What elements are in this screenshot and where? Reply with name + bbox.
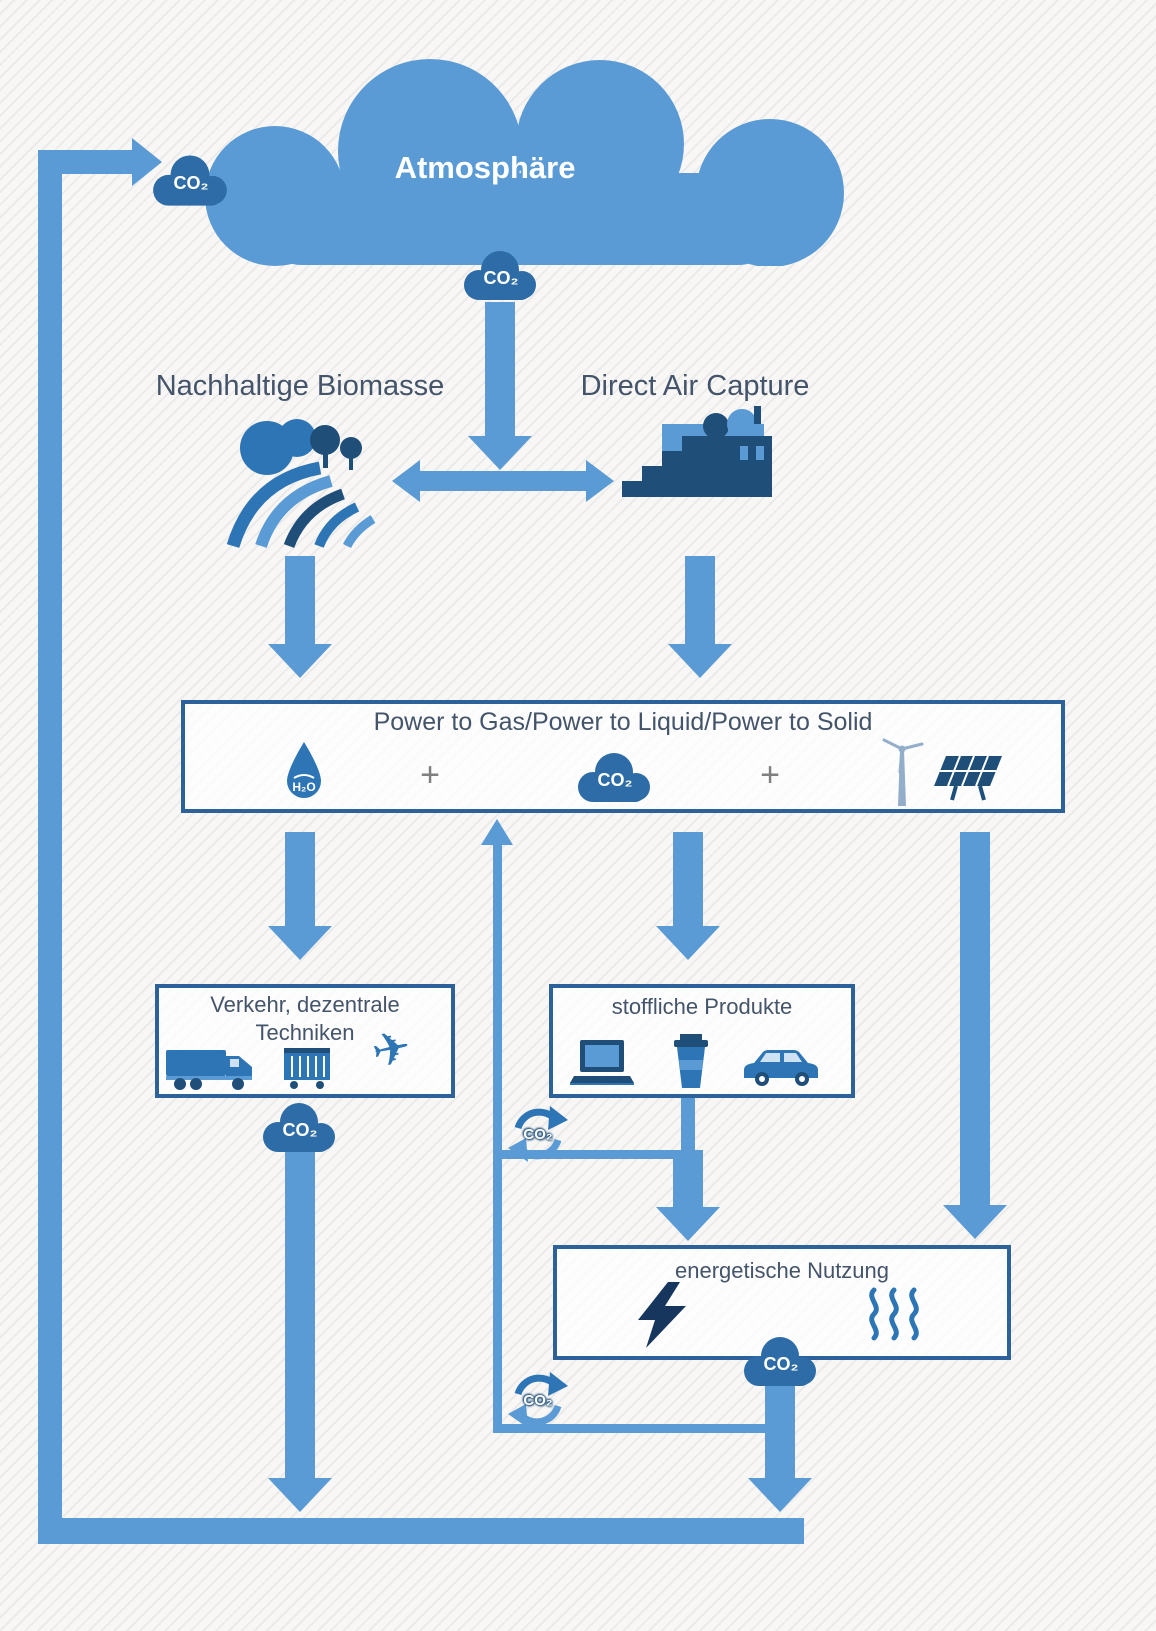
arrow-ptx-energie-head <box>943 1205 1007 1239</box>
arrow-ptx-verkehr-head <box>268 926 332 960</box>
biomass-label: Nachhaltige Biomasse <box>155 370 445 402</box>
loop-bottom-bar <box>38 1518 804 1544</box>
freight-container-icon <box>282 1048 332 1090</box>
arrow-dac-ptx-shaft <box>685 556 715 644</box>
arrow-atmosphere-down-shaft <box>485 302 515 436</box>
arrow-ptx-verkehr-shaft <box>285 832 315 926</box>
arrow-energie-loop-shaft <box>765 1384 795 1478</box>
car-icon <box>738 1046 826 1088</box>
h2o-label: H₂O <box>292 780 316 794</box>
co2-cloud-atmosphere-out: CO₂ <box>458 244 544 304</box>
water-drop-icon: H₂O <box>282 740 326 800</box>
farm-field-icon <box>225 408 385 549</box>
arrow-biomass-dac-left-head <box>392 460 420 502</box>
co2-cloud-icon <box>578 753 650 802</box>
co2-cloud-energie: CO₂ <box>737 1330 825 1390</box>
atmosphere-cloud <box>190 48 865 267</box>
cloud-icon <box>205 59 844 267</box>
co2-label: CO₂ <box>523 1391 553 1409</box>
arrow-ptx-produkte-head <box>656 926 720 960</box>
arrow-produkte-energie-shaft <box>673 1150 703 1207</box>
arrow-atmosphere-down-head <box>468 436 532 470</box>
plus-sign: + <box>420 756 440 794</box>
co2-cloud-icon <box>744 1337 816 1386</box>
recycle-bottom-connector <box>493 1424 780 1433</box>
co2-cloud-icon <box>263 1103 335 1152</box>
arrow-verkehr-loop-shaft <box>285 1152 315 1478</box>
co2-cloud-verkehr: CO₂ <box>257 1096 343 1156</box>
recycle-riser-arrowhead <box>481 819 513 845</box>
produkte-title: stoffliche Produkte <box>611 994 793 1019</box>
recycle-co2-icon: CO₂ <box>506 1102 570 1166</box>
truck-icon <box>166 1044 258 1092</box>
ptx-title: Power to Gas/Power to Liquid/Power to So… <box>373 708 873 736</box>
recycle-middle-connector <box>493 1150 688 1159</box>
recycle-riser-line <box>493 843 502 1431</box>
loop-top-arrowhead <box>132 138 162 186</box>
coffee-cup-icon <box>670 1034 712 1090</box>
lightning-bolt-icon <box>634 1282 690 1348</box>
co2-label: CO₂ <box>483 268 519 288</box>
wind-turbine-icon <box>876 736 928 808</box>
co2-label: CO₂ <box>173 173 209 193</box>
solar-panel-icon <box>930 752 1004 806</box>
arrow-biomass-dac-right-head <box>586 460 614 502</box>
arrow-biomass-ptx-head <box>268 644 332 678</box>
co2-label: CO₂ <box>523 1125 553 1143</box>
arrow-energie-loop-head <box>748 1478 812 1512</box>
co2-cloud-icon <box>464 251 536 300</box>
co2-label: CO₂ <box>597 770 633 790</box>
verkehr-title-line1: Verkehr, dezentrale <box>210 992 400 1017</box>
loop-top-shaft <box>38 150 132 174</box>
arrow-ptx-energie-shaft <box>960 832 990 1205</box>
loop-left-pipe <box>38 150 62 1544</box>
arrow-produkte-energie-head <box>656 1207 720 1241</box>
dac-label: Direct Air Capture <box>580 370 810 402</box>
co2-cloud-ptx: CO₂ <box>571 746 659 806</box>
produkte-down-connector <box>681 1096 695 1158</box>
co2-cloud-icon <box>153 155 227 206</box>
factory-icon <box>620 402 775 520</box>
co2-label: CO₂ <box>282 1120 318 1140</box>
co2-label: CO₂ <box>763 1354 799 1374</box>
plus-sign: + <box>760 756 780 794</box>
verkehr-title-line2: Techniken <box>255 1020 355 1045</box>
arrow-biomass-ptx-shaft <box>285 556 315 644</box>
co2-cloud-loop-entry: CO₂ <box>148 148 234 210</box>
laptop-icon <box>570 1038 634 1088</box>
heat-waves-icon <box>862 1284 926 1342</box>
energie-title: energetische Nutzung <box>674 1258 890 1283</box>
arrow-verkehr-loop-head <box>268 1478 332 1512</box>
arrow-biomass-dac-shaft <box>420 471 586 491</box>
recycle-co2-icon: CO₂ <box>506 1368 570 1432</box>
arrow-ptx-produkte-shaft <box>673 832 703 926</box>
arrow-dac-ptx-head <box>668 644 732 678</box>
atmosphere-title: Atmosphäre <box>394 150 576 185</box>
